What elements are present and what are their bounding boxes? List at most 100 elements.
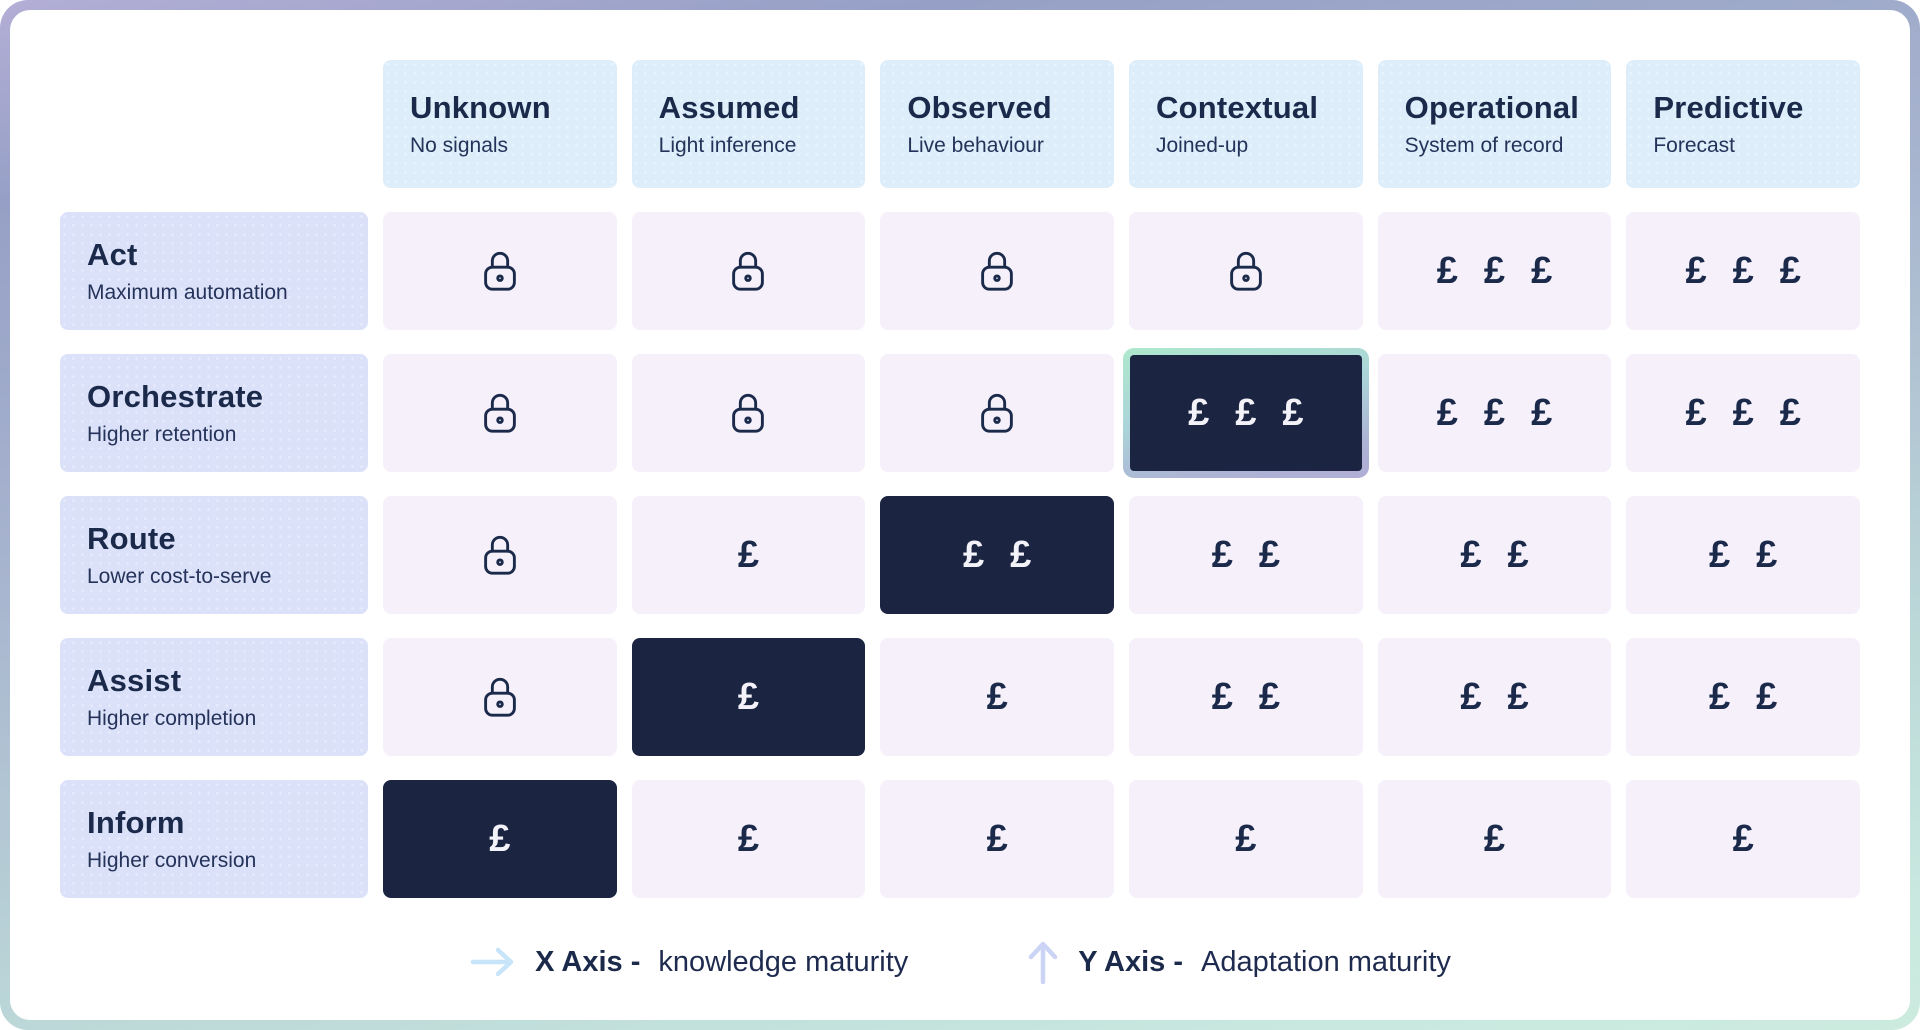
pound-icon: £ [1732, 250, 1754, 292]
axis-legend: X Axis - knowledge maturity Y Axis - Ada… [60, 938, 1860, 986]
cell-act-assumed[interactable] [631, 212, 866, 330]
column-header-subtitle: Live behaviour [907, 134, 1044, 157]
cell-route-unknown[interactable] [383, 496, 617, 614]
row-header-subtitle: Higher completion [87, 707, 257, 730]
row-header-title: Orchestrate [87, 379, 264, 414]
pound-icon: £ [737, 818, 760, 860]
row-header-title: Inform [87, 805, 185, 840]
pound-icon: £ [1188, 392, 1210, 434]
grid-corner-spacer [60, 60, 368, 188]
cell-orchestrate-unknown[interactable] [383, 354, 617, 472]
pound-icon: £ [1709, 676, 1731, 718]
pound-icon: £ [1211, 534, 1233, 576]
cell-assist-assumed[interactable]: £ [631, 638, 866, 756]
pound-icon: £ [489, 818, 511, 860]
pound-icon: £ [1779, 250, 1801, 292]
cell-inform-predictive[interactable]: £ [1626, 780, 1860, 898]
cell-orchestrate-predictive[interactable]: £ £ £ [1626, 354, 1860, 472]
y-axis-legend: Y Axis - Adaptation maturity [1026, 938, 1451, 986]
pound-icon: £ [1258, 534, 1280, 576]
pound-icon: £ [737, 534, 760, 576]
pound-icon: £ [1531, 392, 1553, 434]
cell-assist-observed[interactable]: £ [880, 638, 1114, 756]
column-header-title: Contextual [1156, 90, 1319, 125]
column-header-subtitle: Forecast [1653, 134, 1736, 157]
pound-icon: £ [1779, 392, 1801, 434]
pound-icon: £ [1756, 534, 1778, 576]
cell-assist-unknown[interactable] [383, 638, 617, 756]
cell-act-contextual[interactable] [1129, 212, 1363, 330]
cell-act-observed[interactable] [880, 212, 1114, 330]
pound-icon: £ [1436, 250, 1458, 292]
cell-inform-unknown[interactable]: £ [383, 780, 617, 898]
cell-orchestrate-operational[interactable]: £££ [1377, 354, 1612, 472]
cell-route-contextual[interactable]: ££ [1129, 496, 1363, 614]
pound-icon: £ [1235, 818, 1257, 860]
cell-inform-assumed[interactable]: £ [631, 780, 866, 898]
cell-assist-operational[interactable]: ££ [1377, 638, 1612, 756]
pound-icon: £ [1460, 676, 1482, 718]
column-header-title: Unknown [410, 90, 551, 125]
pound-icon: £ [737, 676, 760, 718]
pound-icon: £ [1211, 676, 1233, 718]
pound-icon: £ [1436, 392, 1458, 434]
pound-icon: £ [986, 818, 1008, 860]
cell-route-assumed[interactable]: £ [631, 496, 866, 614]
cell-assist-predictive[interactable]: ££ [1626, 638, 1860, 756]
lock-icon [981, 393, 1013, 433]
column-header-title: Assumed [658, 90, 800, 125]
cell-act-unknown[interactable] [383, 212, 617, 330]
lock-icon [484, 677, 516, 717]
x-axis-legend: X Axis - knowledge maturity [469, 945, 908, 979]
cell-inform-operational[interactable]: £ [1377, 780, 1612, 898]
row-header-subtitle: Lower cost-to-serve [87, 565, 272, 588]
row-header-subtitle: Higher retention [87, 423, 237, 446]
cell-act-operational[interactable]: £ £ £ [1377, 212, 1612, 330]
column-header-title: Observed [907, 90, 1052, 125]
pound-icon: £ [1732, 392, 1754, 434]
pound-icon: £ [1483, 250, 1506, 292]
cell-inform-contextual[interactable]: £ [1129, 780, 1363, 898]
pound-icon: £ [1258, 676, 1280, 718]
cell-orchestrate-assumed[interactable] [631, 354, 866, 472]
row-header-title: Assist [87, 663, 182, 698]
pound-icon: £ [1685, 392, 1707, 434]
cell-orchestrate-contextual-selected[interactable]: £££ [1123, 348, 1369, 478]
pound-icon: £ [963, 534, 985, 576]
arrow-right-icon [470, 947, 514, 977]
pound-icon: £ [1235, 392, 1257, 434]
row-header-subtitle: Higher conversion [87, 849, 257, 872]
cell-inform-observed[interactable]: £ [880, 780, 1114, 898]
pound-icon: £ [1483, 818, 1506, 860]
column-header-title: Operational [1404, 90, 1580, 125]
cell-orchestrate-observed[interactable] [880, 354, 1114, 472]
lock-icon [1230, 251, 1262, 291]
cell-act-predictive[interactable]: £££ [1626, 212, 1860, 330]
pound-icon: £ [1460, 534, 1482, 576]
x-axis-text: knowledge maturity [658, 945, 909, 978]
pound-icon: £ [1507, 676, 1529, 718]
column-header-subtitle: Light inference [658, 134, 797, 157]
lock-icon [484, 393, 516, 433]
row-header-title: Route [87, 521, 176, 556]
pound-icon: £ [1010, 534, 1032, 576]
cell-assist-contextual[interactable]: ££ [1129, 638, 1363, 756]
column-header-subtitle: No signals [410, 134, 509, 157]
column-header-subtitle: Joined-up [1156, 134, 1249, 157]
cell-orchestrate-contextual: £££ [1130, 355, 1362, 471]
lock-icon [484, 535, 516, 575]
cell-route-predictive[interactable]: ££ [1626, 496, 1860, 614]
cell-route-observed[interactable]: ££ [880, 496, 1114, 614]
pound-icon: £ [1531, 250, 1553, 292]
row-header-subtitle: Maximum automation [87, 281, 288, 304]
cell-route-operational[interactable]: ££ [1377, 496, 1612, 614]
